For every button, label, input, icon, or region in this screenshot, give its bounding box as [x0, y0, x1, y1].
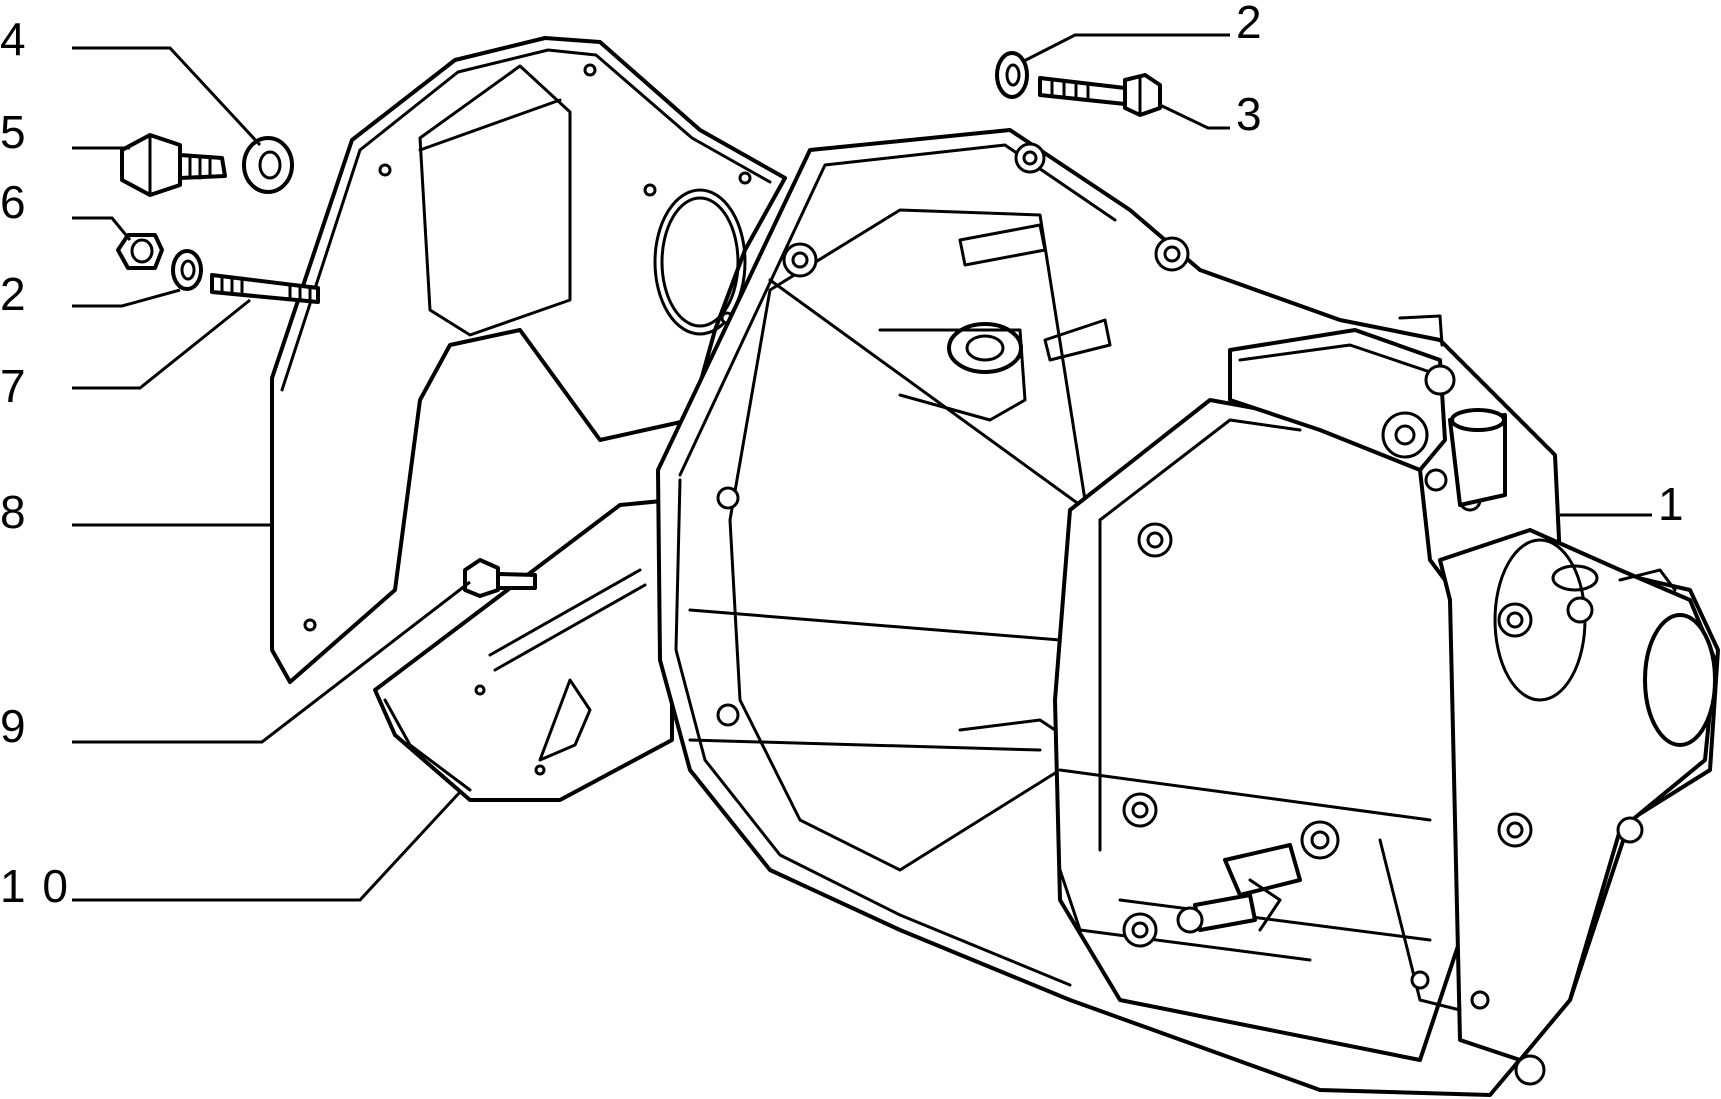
callout-2-left: 2 — [0, 268, 28, 320]
washer-part-2-left — [171, 249, 203, 291]
callout-numbers: 4 5 6 2 7 8 9 1 0 2 3 1 — [0, 0, 1686, 912]
callout-1: 1 — [1658, 478, 1686, 530]
callout-9: 9 — [0, 700, 28, 752]
stud-part-7 — [210, 273, 320, 304]
bolt-part-3 — [1038, 73, 1162, 117]
washer-part-2-right — [995, 51, 1029, 99]
washer-part-4 — [242, 136, 294, 194]
leader-6 — [72, 216, 132, 241]
callout-8: 8 — [0, 486, 28, 538]
callout-7: 7 — [0, 360, 28, 412]
gearbox-housing-part-1 — [656, 128, 1720, 1097]
leader-2-right — [1021, 33, 1230, 64]
nut-part-6 — [116, 233, 164, 270]
leader-9 — [72, 580, 471, 744]
callout-4: 4 — [0, 13, 28, 65]
leader-lines — [72, 33, 1652, 902]
callout-2-right: 2 — [1236, 0, 1264, 48]
callout-5: 5 — [0, 106, 28, 158]
leader-10 — [72, 790, 462, 902]
bolt-part-9 — [463, 558, 537, 598]
leader-2-left — [72, 288, 181, 308]
callout-10: 1 0 — [0, 860, 70, 912]
lower-guard-part-10 — [373, 498, 674, 802]
callout-6: 6 — [0, 176, 28, 228]
callout-3: 3 — [1236, 88, 1264, 140]
bolt-part-5 — [120, 133, 227, 197]
leader-7 — [72, 298, 251, 390]
leader-3 — [1159, 103, 1230, 130]
leader-4 — [72, 46, 262, 147]
